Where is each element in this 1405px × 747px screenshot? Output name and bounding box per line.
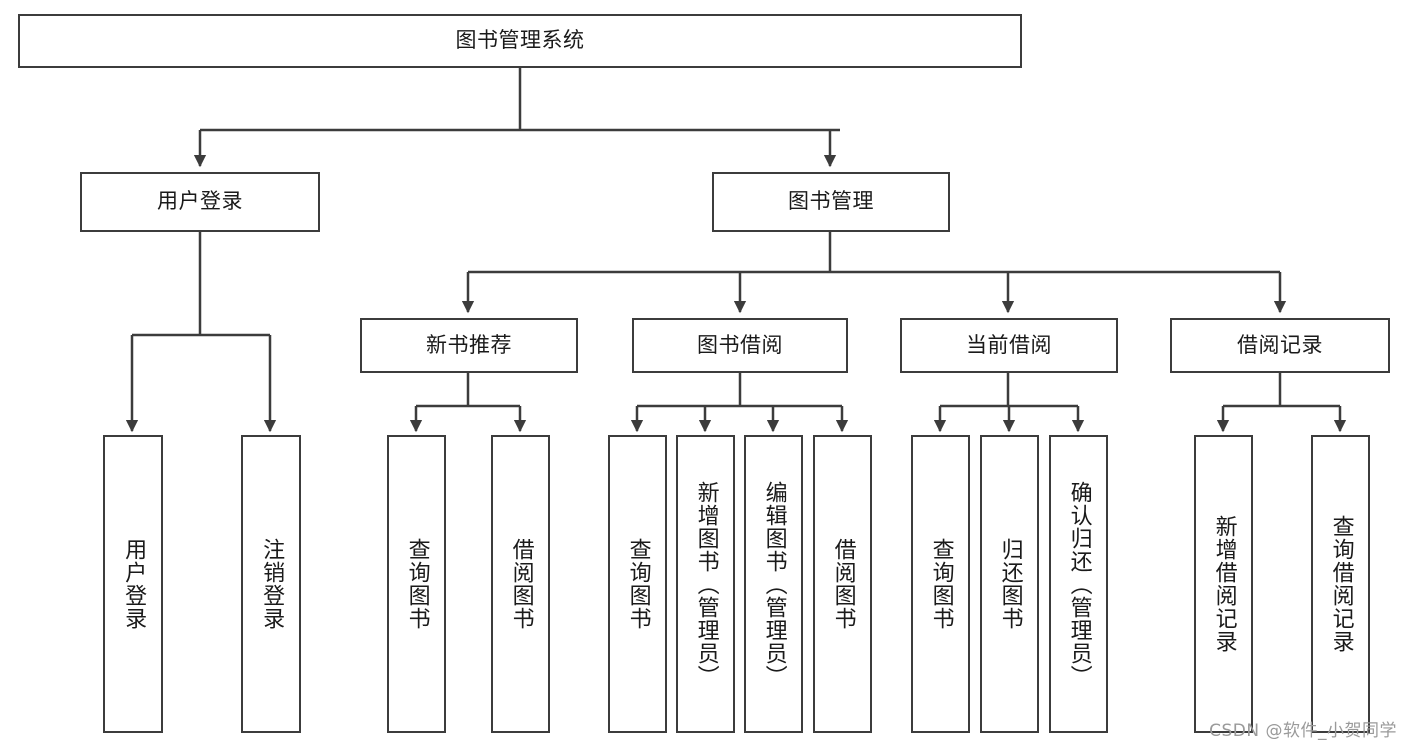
node-borrow-record-label: 借阅记录 [1237,332,1323,357]
node-leaf-query-record[interactable]: 查询借阅记录 [1311,435,1370,733]
csdn-watermark: CSDN @软件_小贺同学 [1209,721,1397,741]
node-leaf-add-record-label: 新增借阅记录 [1211,515,1237,653]
node-leaf-query-book-1-label: 查询图书 [404,538,430,630]
node-leaf-user-login-label: 用户登录 [121,538,147,630]
node-leaf-borrow-book-1[interactable]: 借阅图书 [491,435,550,733]
node-leaf-query-book-3[interactable]: 查询图书 [911,435,970,733]
node-leaf-add-book-label: 新增图书（管理员） [693,480,719,688]
node-book-manage[interactable]: 图书管理 [712,172,950,232]
node-leaf-query-book-1[interactable]: 查询图书 [387,435,446,733]
node-leaf-borrow-book-2-label: 借阅图书 [830,538,856,630]
node-leaf-query-book-2-label: 查询图书 [625,538,651,630]
node-leaf-return-book-label: 归还图书 [997,538,1023,630]
node-leaf-edit-book-label: 编辑图书（管理员） [761,480,787,688]
node-root-label: 图书管理系统 [455,28,585,53]
node-leaf-add-book[interactable]: 新增图书（管理员） [676,435,735,733]
node-book-manage-label: 图书管理 [788,189,874,214]
node-user-login[interactable]: 用户登录 [80,172,320,232]
node-leaf-confirm-return-label: 确认归还（管理员） [1066,480,1092,688]
node-book-borrow[interactable]: 图书借阅 [632,318,848,373]
node-leaf-user-login[interactable]: 用户登录 [103,435,163,733]
node-leaf-query-book-3-label: 查询图书 [928,538,954,630]
node-leaf-borrow-book-2[interactable]: 借阅图书 [813,435,872,733]
node-leaf-user-logout-label: 注销登录 [259,538,285,630]
node-leaf-user-logout[interactable]: 注销登录 [241,435,301,733]
node-current-borrow[interactable]: 当前借阅 [900,318,1118,373]
node-user-login-label: 用户登录 [157,189,243,214]
node-leaf-borrow-book-1-label: 借阅图书 [508,538,534,630]
node-book-borrow-label: 图书借阅 [697,332,783,357]
node-leaf-confirm-return[interactable]: 确认归还（管理员） [1049,435,1108,733]
node-root[interactable]: 图书管理系统 [18,14,1022,68]
node-new-book-rec-label: 新书推荐 [426,332,512,357]
node-current-borrow-label: 当前借阅 [966,332,1052,357]
node-leaf-return-book[interactable]: 归还图书 [980,435,1039,733]
node-borrow-record[interactable]: 借阅记录 [1170,318,1390,373]
node-leaf-query-record-label: 查询借阅记录 [1328,515,1354,653]
node-leaf-edit-book[interactable]: 编辑图书（管理员） [744,435,803,733]
node-leaf-query-book-2[interactable]: 查询图书 [608,435,667,733]
node-new-book-rec[interactable]: 新书推荐 [360,318,578,373]
node-leaf-add-record[interactable]: 新增借阅记录 [1194,435,1253,733]
